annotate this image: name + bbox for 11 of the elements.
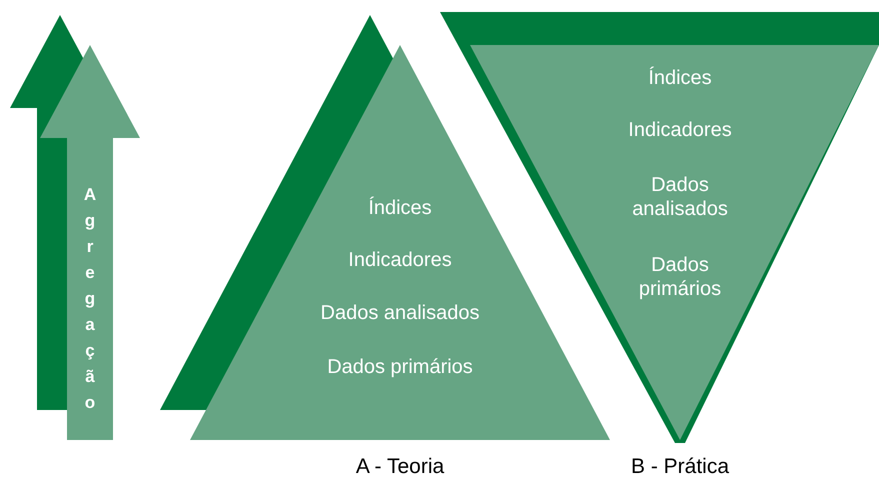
node-label: A - Teoria — [356, 455, 444, 479]
level-label: Indicadores — [347, 248, 453, 272]
level-label: Índices — [647, 66, 713, 90]
level-label: Índices — [367, 196, 433, 220]
vertical-label: Agregação — [83, 184, 97, 414]
level-label: Dados primários — [638, 253, 722, 301]
node-label: B - Prática — [630, 455, 730, 479]
level-label: Dados analisados — [320, 301, 480, 325]
level-label: Dados analisados — [631, 173, 729, 221]
level-label: Dados primários — [326, 355, 474, 379]
level-label: Indicadores — [627, 118, 733, 142]
